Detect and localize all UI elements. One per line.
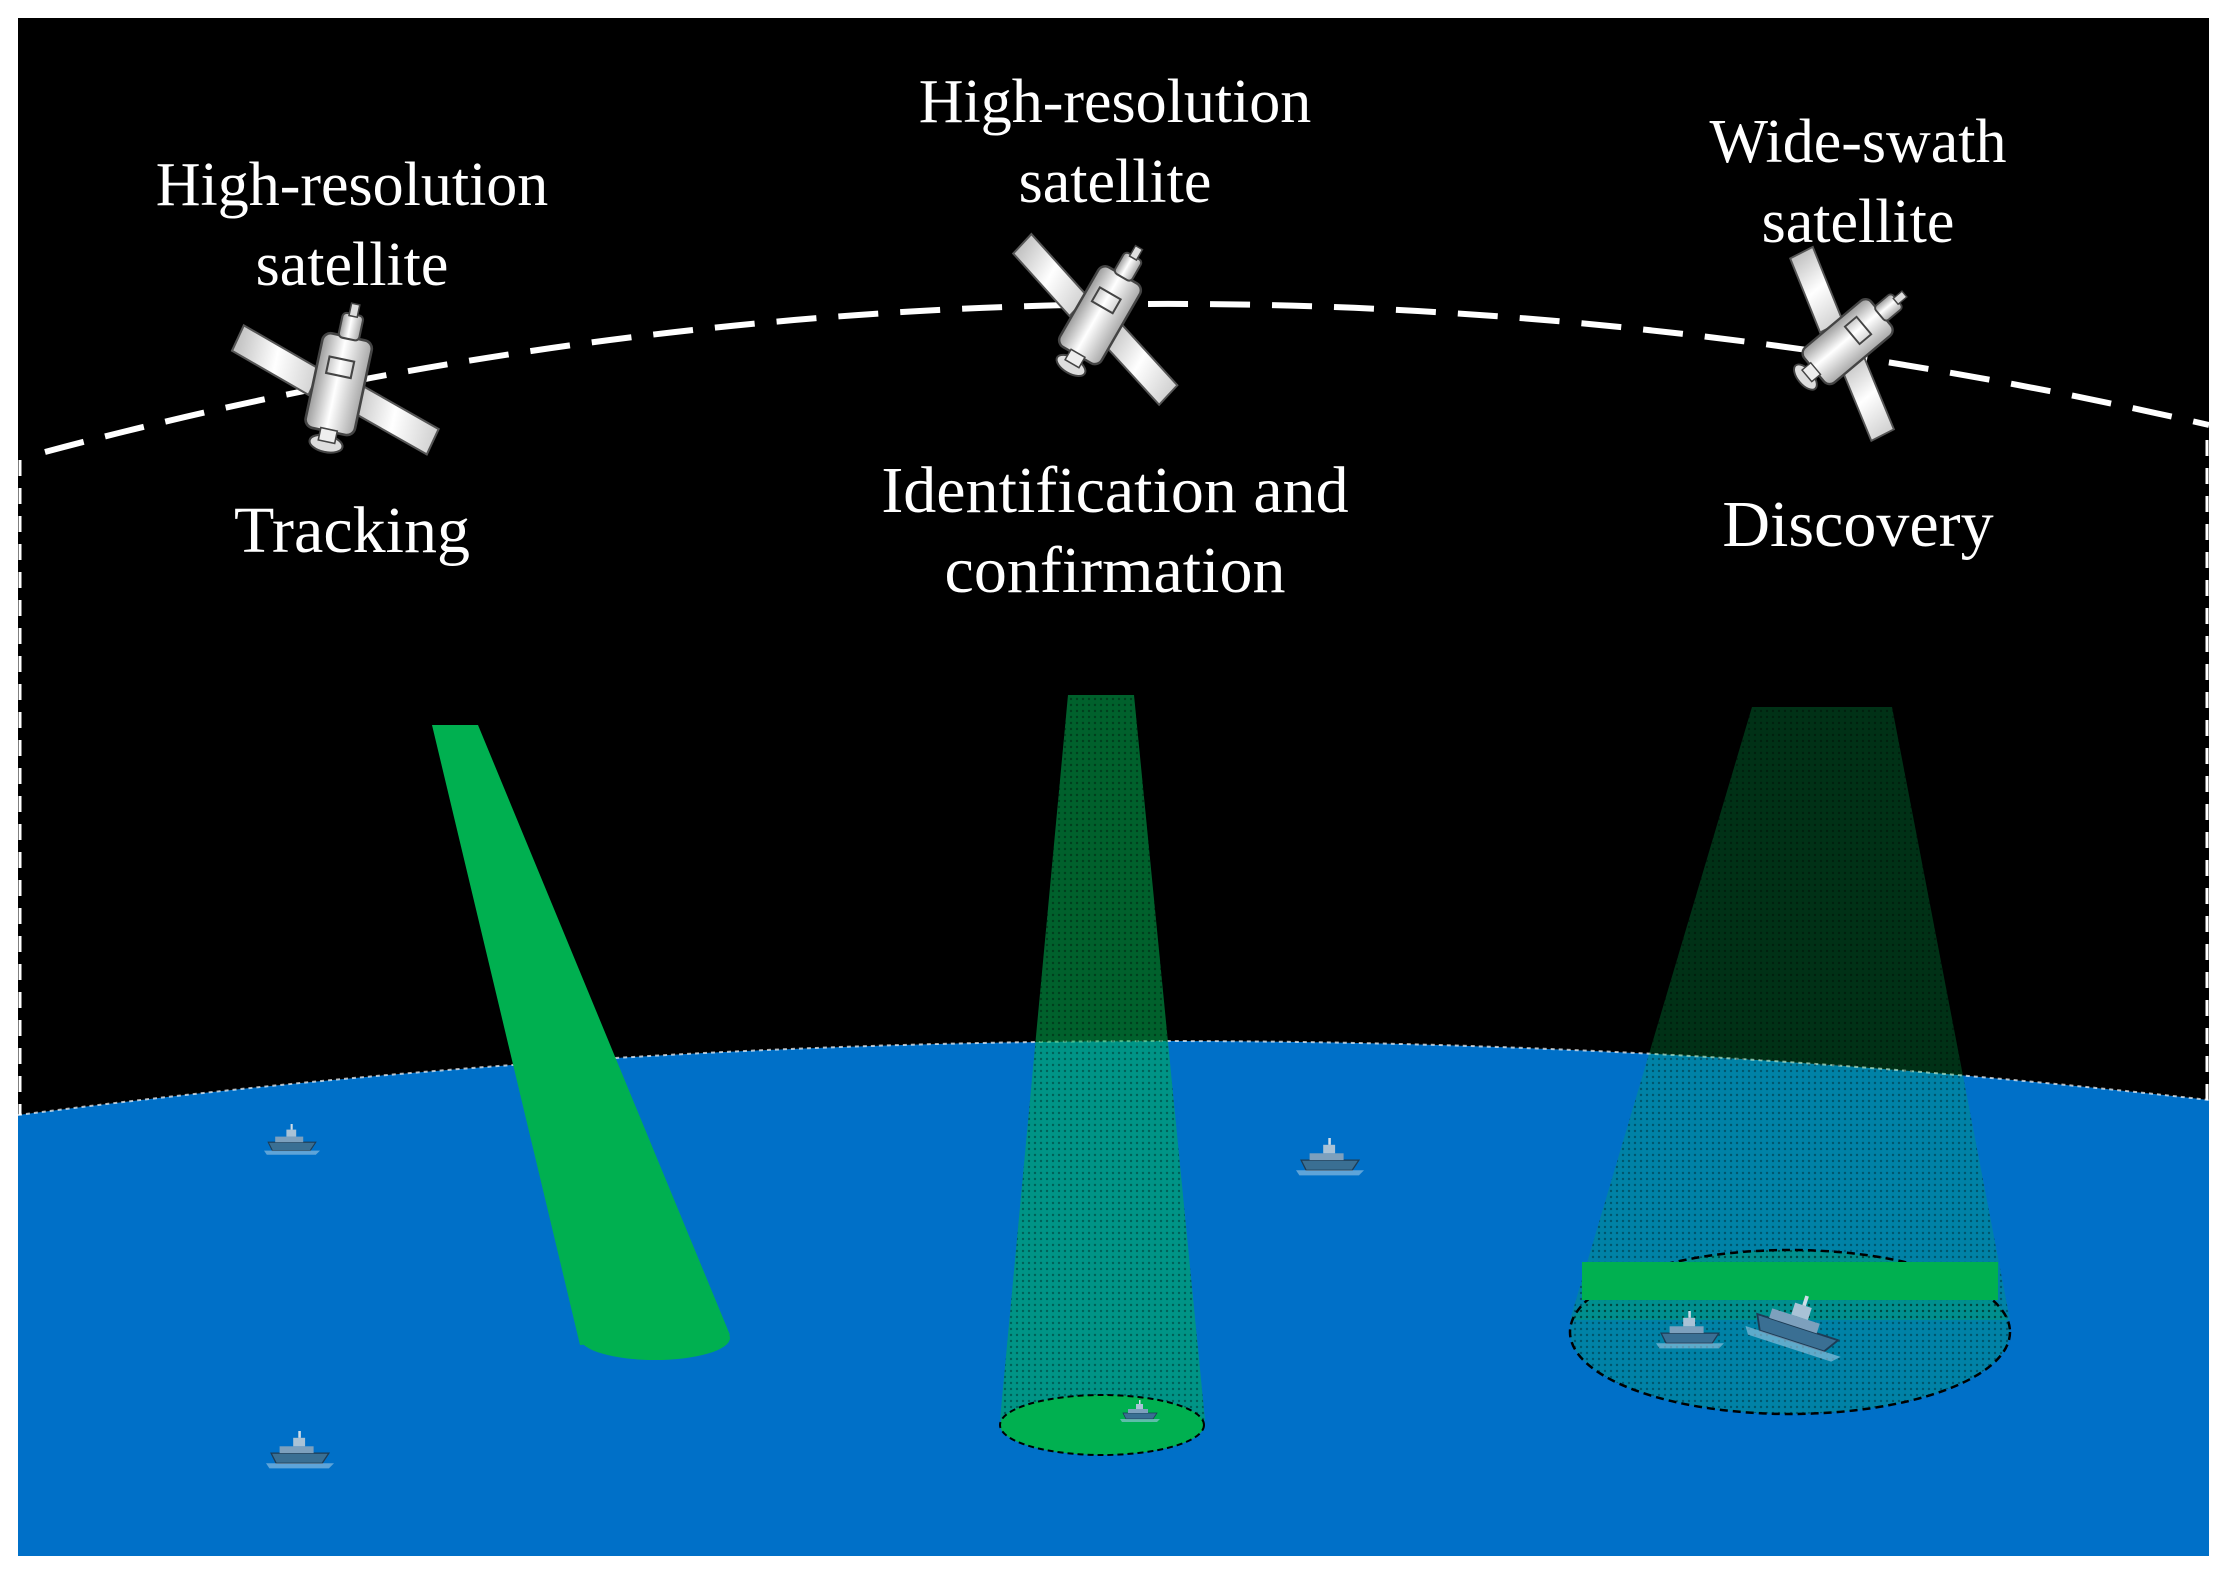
satellite-label-center: High-resolution satellite [919, 68, 1312, 216]
satellite-label-left: High-resolution satellite [156, 151, 549, 299]
task-label-identification: Identification and confirmation [881, 454, 1348, 607]
tracking-beam [432, 725, 730, 1360]
satellite-label-line1: Wide-swath [1709, 108, 2006, 176]
task-label-line: confirmation [945, 534, 1286, 607]
task-label-line: Discovery [1722, 488, 1993, 561]
task-label-tracking: Tracking [234, 494, 470, 567]
satellite-label-line1: High-resolution [156, 151, 549, 219]
identification-beam [999, 695, 1205, 1456]
satellite-label-line2: satellite [256, 231, 449, 299]
satellite-label-line1: High-resolution [919, 68, 1312, 136]
task-label-line: Tracking [234, 494, 470, 567]
satellite-label-right: Wide-swath satellite [1709, 108, 2006, 256]
task-label-line: Identification and [881, 454, 1348, 527]
task-label-discovery: Discovery [1722, 488, 1993, 561]
satellite-label-line2: satellite [1762, 188, 1955, 256]
satellite-label-line2: satellite [1019, 148, 1212, 216]
